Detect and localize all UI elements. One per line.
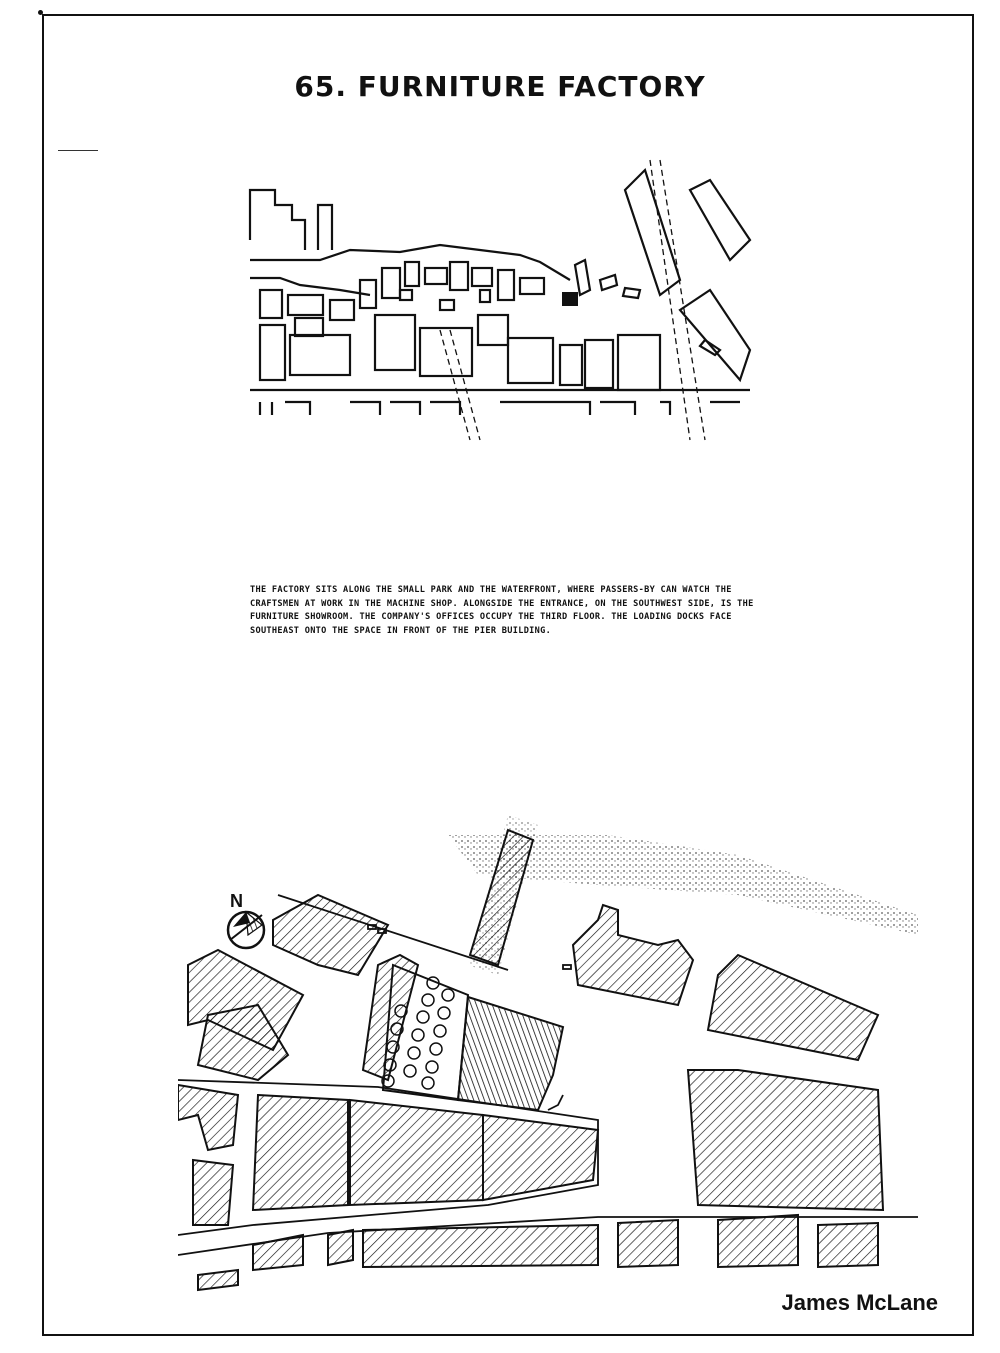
north-label: N [230, 891, 243, 911]
site-plan-detail: N [178, 815, 918, 1292]
description-text: The factory sits along the small park an… [250, 585, 754, 636]
park-trees [381, 976, 455, 1090]
corner-mark [38, 10, 43, 15]
author-name: James McLane [781, 1290, 938, 1315]
factory-building [456, 995, 565, 1112]
margin-mark [58, 150, 98, 151]
site-plan-small [248, 159, 752, 441]
factory-site-highlight [562, 292, 578, 306]
small-park [381, 963, 470, 1102]
page-border [42, 14, 974, 1336]
north-arrow-icon [226, 910, 266, 950]
page-title: 65. FURNITURE FACTORY [294, 70, 706, 103]
